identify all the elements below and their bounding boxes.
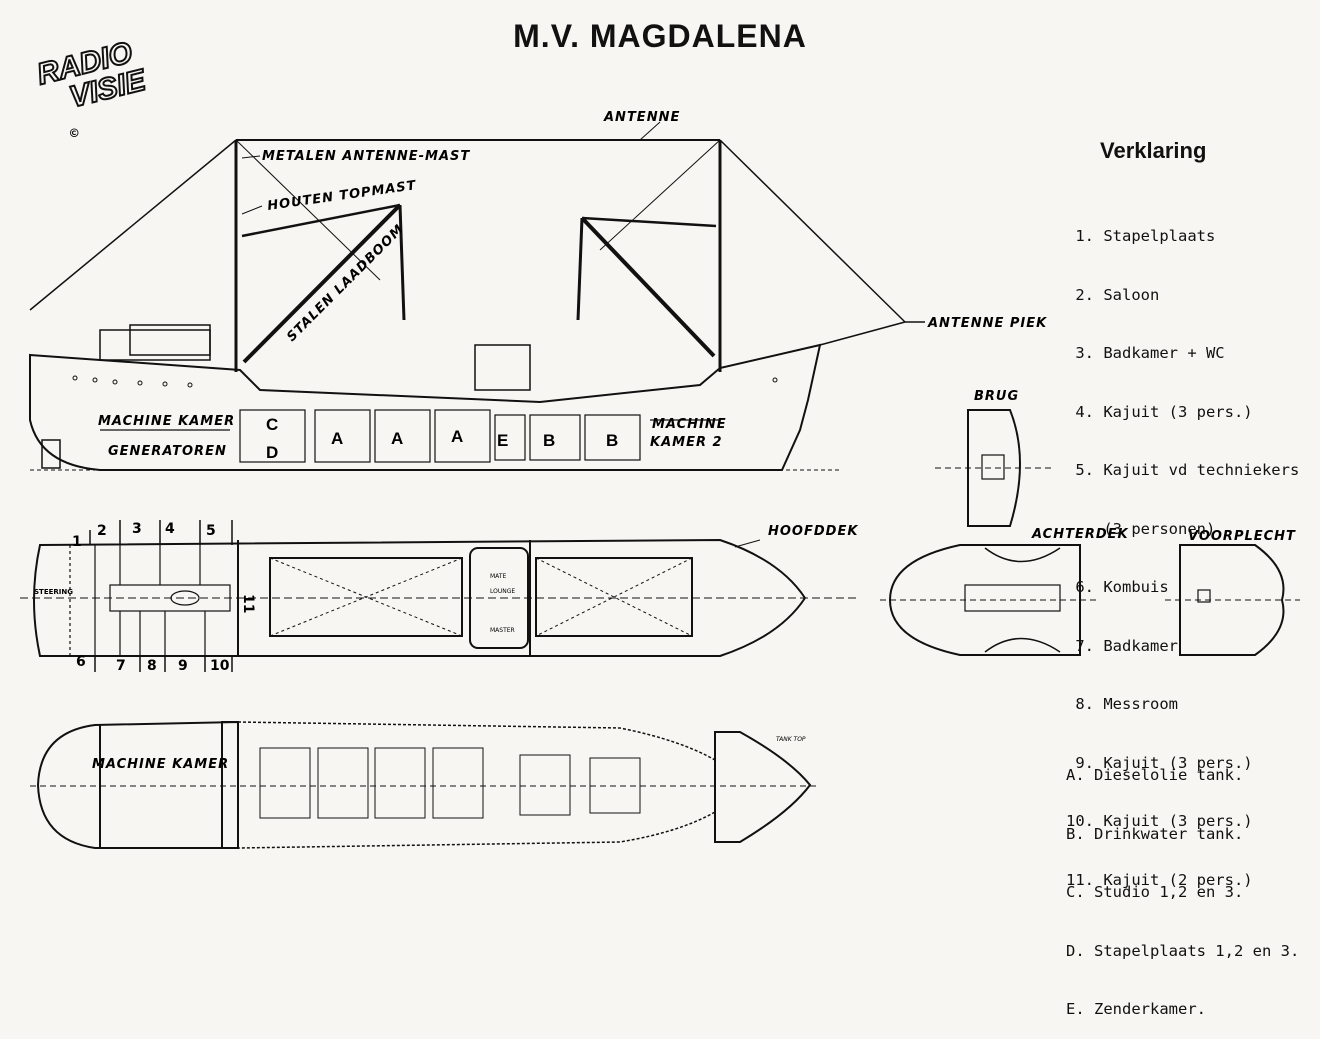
master-label: MASTER (490, 627, 515, 634)
stalen-laadboom-label: STALEN LAADBOOM (284, 222, 407, 345)
legend-numbered: 1. Stapelplaats 2. Saloon 3. Badkamer + … (1066, 188, 1299, 910)
voorplecht-plan (1179, 544, 1285, 656)
room-number-1: 1 (72, 534, 82, 550)
room-number-3: 3 (132, 521, 142, 537)
legend-item: (3 personen) (1066, 519, 1216, 538)
legend-lettered: A. Dieselolie tank. B. Drinkwater tank. … (1066, 727, 1299, 1039)
legend-item: 5. Kajuit vd techniekers (1066, 461, 1300, 479)
main-deck-hull (33, 538, 807, 657)
legend-item: 3. Badkamer + WC (1066, 344, 1225, 362)
cargo-boom-aft (242, 203, 402, 364)
achterdek-plan (888, 544, 1081, 656)
generatoren-label: GENERATOREN (108, 444, 227, 459)
tank-letter-a: A (331, 429, 343, 448)
voorplecht-label: VOORPLECHT (1188, 529, 1296, 544)
machine-kamer-2-label-a: MACHINE (652, 417, 727, 432)
room-number-8: 8 (147, 658, 157, 674)
room-number-10: 10 (210, 658, 230, 674)
room-number-7: 7 (116, 658, 126, 674)
legend-title: Verklaring (1100, 138, 1207, 163)
hoofddek-label: HOOFDDEK (768, 524, 858, 539)
tank-letter-a: A (391, 429, 403, 448)
legend-item: 10. Kajuit (3 pers.) (1066, 812, 1253, 830)
legend-item: 6. Kombuis (1066, 578, 1169, 596)
machine-kamer-2-label-b: KAMER 2 (650, 435, 723, 450)
metalen-mast-label: METALEN ANTENNE-MAST (262, 149, 470, 164)
legend-item: 1. Stapelplaats (1066, 227, 1216, 245)
bridge-plan (967, 409, 1021, 527)
legend-item: A. Dieselolie tank. (1066, 766, 1244, 784)
legend-item: D. Stapelplaats 1,2 en 3. (1066, 941, 1300, 960)
copyright-mark: © (70, 126, 79, 142)
machine-kamer-bottom-label: MACHINE KAMER (92, 757, 229, 772)
room-number-11: 11 (240, 594, 256, 613)
room-number-9: 9 (178, 658, 188, 674)
room-number-5: 5 (206, 523, 216, 539)
antenne-piek-label: ANTENNE PIEK (927, 316, 1047, 331)
page-title: M.V. MAGDALENA (513, 18, 807, 54)
cargo-boom-fore (580, 216, 716, 358)
room-number-2: 2 (97, 523, 107, 539)
legend-item: 4. Kajuit (3 pers.) (1066, 402, 1253, 421)
side-hull (29, 343, 822, 471)
achterdek-label: ACHTERDEK (1031, 527, 1129, 542)
tank-letter-e: E (497, 431, 508, 450)
legend-item: C. Studio 1,2 en 3. (1066, 883, 1244, 901)
brug-label: BRUG (974, 389, 1019, 404)
legend-item: 7. Badkamer (1066, 636, 1178, 655)
legend-item: E. Zenderkamer. (1066, 1000, 1206, 1018)
tank-letter-d: D (266, 443, 278, 462)
lounge-label: LOUNGE (490, 588, 515, 595)
machine-kamer-label: MACHINE KAMER (98, 414, 235, 429)
tank-top-hull (36, 720, 239, 849)
mate-label: MATE (490, 573, 506, 580)
tank-letter-c: C (266, 415, 278, 434)
legend-item: 9. Kajuit (3 pers.) (1066, 753, 1253, 772)
room-number-4: 4 (165, 521, 175, 537)
tank-letter-b: B (606, 431, 618, 450)
legend-item: 11. Kajuit (2 pers.) (1066, 870, 1253, 889)
tank-top-label: TANK TOP (776, 736, 806, 743)
tank-letter-b: B (543, 431, 555, 450)
legend-item: B. Drinkwater tank. (1066, 824, 1244, 843)
ship-drawing: ANTENNE METALEN ANTENNE-MAST HOUTEN TOPM… (20, 110, 1300, 849)
antenne-label: ANTENNE (603, 110, 680, 125)
legend-item: 8. Messroom (1066, 695, 1178, 713)
tank-letter-a: A (451, 427, 463, 446)
room-number-6: 6 (76, 654, 86, 670)
legend-item: 2. Saloon (1066, 285, 1160, 304)
steering-label: STEERING (34, 588, 73, 596)
